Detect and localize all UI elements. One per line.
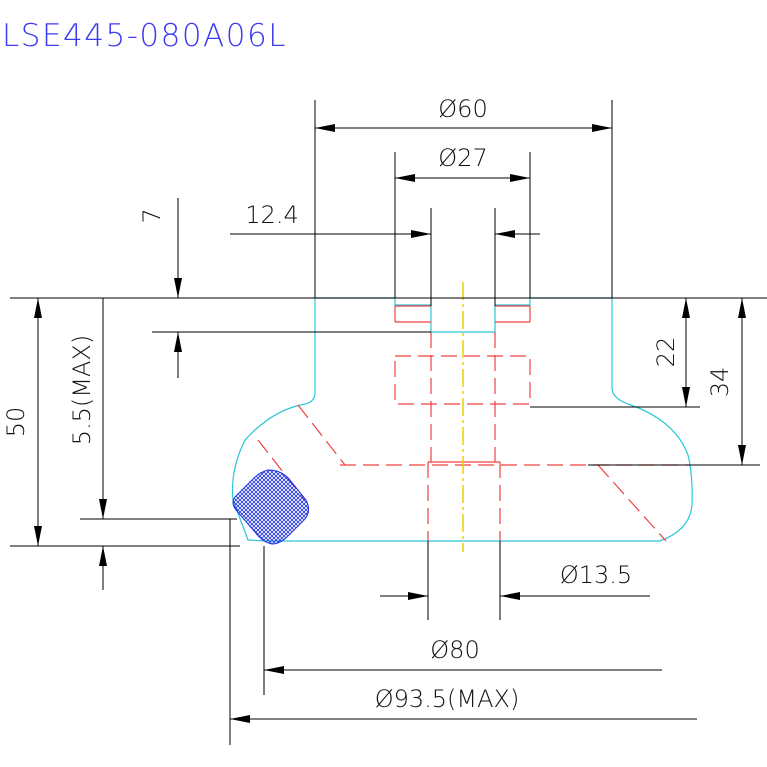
part-outline <box>231 297 693 542</box>
dim-34-label: 34 <box>706 367 734 398</box>
dim-22-label: 22 <box>652 337 680 368</box>
part-number-title: LSE445-080A06L <box>2 18 287 54</box>
dim-d60-label: Ø60 <box>438 95 487 123</box>
dimension-lines <box>10 100 767 745</box>
dim-5-5-max-label: 5.5(MAX) <box>68 335 96 445</box>
dim-d13-5-label: Ø13.5 <box>560 561 632 589</box>
dim-50-label: 50 <box>2 407 30 438</box>
dim-d93-5-max-label: Ø93.5(MAX) <box>375 685 520 713</box>
dim-d27-label: Ø27 <box>438 144 487 172</box>
dim-7-label: 7 <box>138 208 166 223</box>
dim-d80-label: Ø80 <box>430 636 479 664</box>
dim-12-4-label: 12.4 <box>245 201 298 229</box>
hidden-lines <box>257 305 690 542</box>
seal-cross-section <box>232 469 310 545</box>
